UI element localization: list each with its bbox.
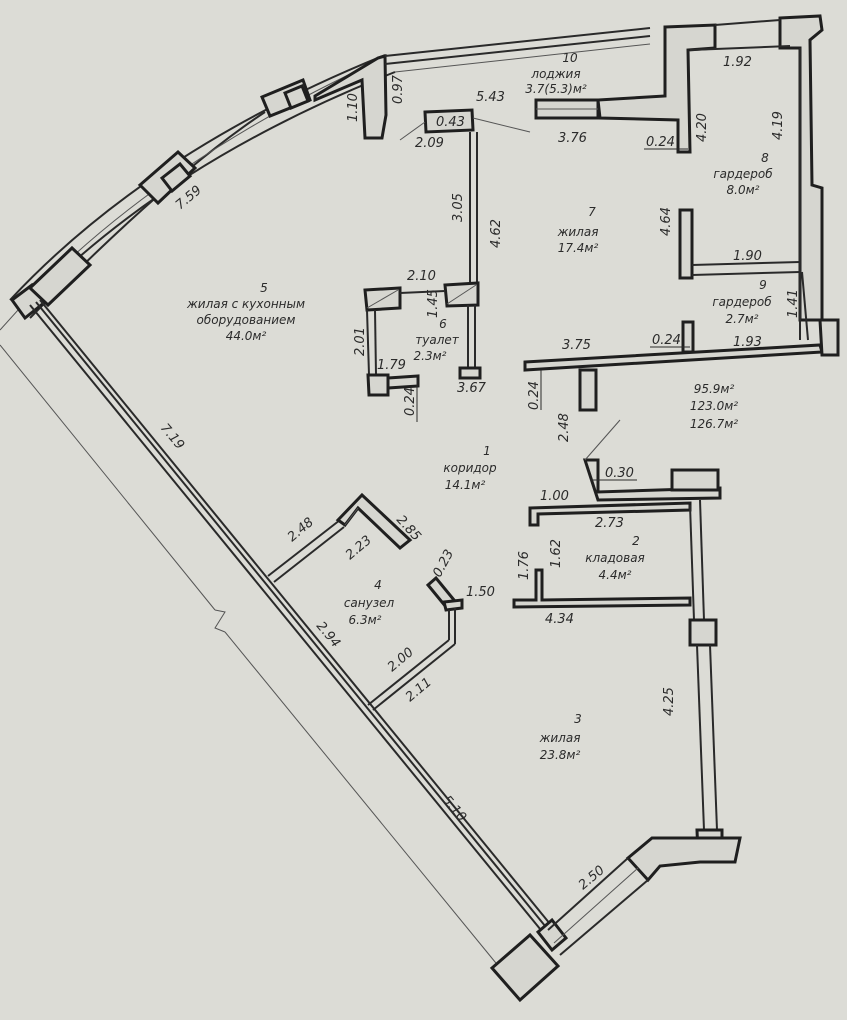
svg-text:23.8м²: 23.8м² bbox=[540, 748, 581, 762]
svg-text:гардероб: гардероб bbox=[712, 295, 772, 309]
svg-text:7: 7 bbox=[588, 205, 596, 219]
room-label-2: 2 кладовая 4.4м² bbox=[585, 534, 645, 582]
svg-text:коридор: коридор bbox=[443, 461, 497, 475]
svg-text:оборудованием: оборудованием bbox=[197, 313, 296, 327]
dim-label: 0.24 bbox=[652, 333, 681, 348]
room-label-8: 8 гардероб 8.0м² bbox=[713, 151, 773, 197]
room-label-6: 6 туалет 2.3м² bbox=[414, 317, 460, 363]
dim-label: 5.43 bbox=[476, 90, 505, 105]
dim-label: 1.45 bbox=[426, 289, 441, 318]
dim-label: 0.97 bbox=[391, 74, 406, 104]
curved-exterior-wall bbox=[0, 27, 651, 331]
svg-text:6: 6 bbox=[439, 317, 447, 331]
svg-text:санузел: санузел bbox=[344, 596, 395, 610]
dim-label: 1.93 bbox=[733, 335, 762, 350]
dim-label: 2.10 bbox=[407, 269, 436, 284]
svg-text:8.0м²: 8.0м² bbox=[727, 183, 760, 197]
toilet-walls bbox=[363, 281, 482, 397]
svg-text:14.1м²: 14.1м² bbox=[445, 478, 486, 492]
svg-text:2.7м²: 2.7м² bbox=[726, 312, 759, 326]
dim-label: 1.90 bbox=[733, 249, 762, 264]
dim-label: 0.43 bbox=[436, 115, 465, 130]
dim-label: 0.24 bbox=[527, 381, 542, 410]
svg-text:6.3м²: 6.3м² bbox=[349, 613, 382, 627]
dim-label: 3.76 bbox=[558, 131, 587, 146]
svg-text:4.4м²: 4.4м² bbox=[599, 568, 632, 582]
svg-text:гардероб: гардероб bbox=[713, 167, 773, 181]
total-areas: 95.9м² 123.0м² 126.7м² bbox=[690, 382, 738, 431]
dim-label: 3.05 bbox=[451, 193, 466, 222]
svg-text:123.0м²: 123.0м² bbox=[690, 399, 738, 413]
partition-5-7 bbox=[399, 108, 531, 290]
room-label-1: 1 коридор 14.1м² bbox=[443, 444, 497, 492]
dim-label: 4.64 bbox=[659, 207, 674, 236]
dim-label: 4.20 bbox=[695, 113, 710, 142]
room-label-10: 10 лоджия 3.7(5.3)м² bbox=[525, 51, 587, 96]
svg-text:кладовая: кладовая bbox=[585, 551, 645, 565]
svg-text:лоджия: лоджия bbox=[530, 67, 580, 81]
dim-label: 0.30 bbox=[605, 466, 634, 481]
room-label-5: 5 жилая с кухонным оборудованием 44.0м² bbox=[186, 281, 305, 343]
svg-text:10: 10 bbox=[562, 51, 578, 65]
dim-label: 4.19 bbox=[771, 111, 786, 140]
dim-label: 3.67 bbox=[457, 381, 487, 396]
svg-text:жилая: жилая bbox=[539, 731, 581, 745]
svg-text:3.7(5.3)м²: 3.7(5.3)м² bbox=[525, 82, 587, 96]
dim-label: 0.24 bbox=[403, 387, 418, 416]
dim-label: 4.25 bbox=[662, 687, 677, 716]
dim-label: 1.79 bbox=[377, 358, 406, 373]
svg-text:17.4м²: 17.4м² bbox=[558, 241, 599, 255]
dim-label: 4.62 bbox=[489, 219, 504, 248]
room-label-3: 3 жилая 23.8м² bbox=[539, 712, 582, 762]
dim-label: 2.01 bbox=[353, 327, 368, 356]
room-label-7: 7 жилая 17.4м² bbox=[557, 205, 599, 255]
dim-label: 1.76 bbox=[517, 551, 532, 580]
storage-walls bbox=[512, 419, 742, 956]
svg-text:9: 9 bbox=[759, 278, 767, 292]
svg-text:туалет: туалет bbox=[415, 333, 459, 347]
room-label-9: 9 гардероб 2.7м² bbox=[712, 278, 772, 326]
bathroom-walls bbox=[267, 492, 464, 711]
wall-pier-l bbox=[313, 54, 388, 140]
svg-text:4: 4 bbox=[374, 578, 382, 592]
svg-text:95.9м²: 95.9м² bbox=[694, 382, 735, 396]
svg-text:5: 5 bbox=[260, 281, 268, 295]
dim-label: 3.75 bbox=[562, 338, 591, 353]
loggia-walls bbox=[523, 14, 840, 412]
svg-text:1: 1 bbox=[483, 444, 491, 458]
svg-text:3: 3 bbox=[574, 712, 582, 726]
svg-text:жилая с кухонным: жилая с кухонным bbox=[186, 297, 305, 311]
svg-text:8: 8 bbox=[761, 151, 769, 165]
dim-label: 1.00 bbox=[540, 489, 569, 504]
dim-label: 1.10 bbox=[346, 93, 361, 122]
dim-label: 1.62 bbox=[549, 539, 564, 568]
wall-pier bbox=[27, 245, 93, 308]
svg-text:44.0м²: 44.0м² bbox=[226, 329, 267, 343]
room-labels: 10 лоджия 3.7(5.3)м² 8 гардероб 8.0м² 7 … bbox=[186, 51, 773, 762]
room-label-4: 4 санузел 6.3м² bbox=[344, 578, 395, 627]
dim-label: 1.50 bbox=[466, 585, 495, 600]
dim-label: 1.41 bbox=[786, 289, 801, 318]
dim-label: 1.92 bbox=[723, 55, 752, 70]
dim-label: 4.34 bbox=[545, 612, 574, 627]
window-mark bbox=[283, 84, 310, 110]
dim-label: 2.48 bbox=[557, 413, 572, 442]
svg-text:2: 2 bbox=[632, 534, 640, 548]
diagonal-exterior-wall bbox=[0, 299, 569, 1003]
window-mark bbox=[159, 161, 193, 194]
dim-label: 2.73 bbox=[595, 516, 624, 531]
svg-text:2.3м²: 2.3м² bbox=[414, 349, 447, 363]
svg-text:жилая: жилая bbox=[557, 225, 599, 239]
dim-label: 0.24 bbox=[646, 135, 675, 150]
dim-label: 2.09 bbox=[415, 136, 444, 151]
svg-text:126.7м²: 126.7м² bbox=[690, 417, 738, 431]
